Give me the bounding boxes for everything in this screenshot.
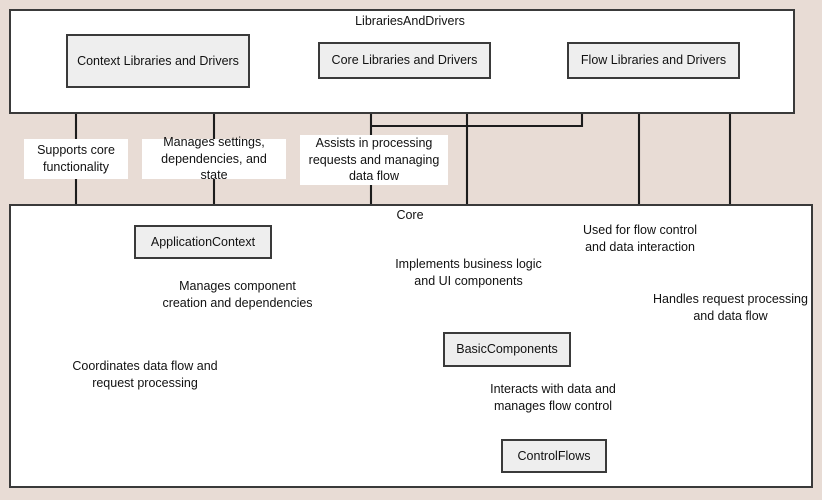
edge-label-manages-settings: Manages settings, dependencies, and stat… xyxy=(142,135,286,182)
node-application-context[interactable]: ApplicationContext xyxy=(134,225,272,259)
node-basic-components[interactable]: BasicComponents xyxy=(443,332,571,367)
edge-label-handles-request-processing: Handles request processing and data flow xyxy=(653,292,808,323)
edge-label-assists-in-processing: Assists in processing requests and manag… xyxy=(300,135,448,185)
edge-label-coordinates-data-flow: Coordinates data flow and request proces… xyxy=(72,359,218,390)
edge-label-interacts-with-data: Interacts with data and manages flow con… xyxy=(490,382,616,413)
edge-label-supports-core-functionality: Supports core functionality xyxy=(24,139,128,179)
node-flow-libraries[interactable]: Flow Libraries and Drivers xyxy=(567,42,740,79)
panel-libraries-and-drivers-title: LibrariesAndDrivers xyxy=(355,14,465,28)
panel-core-title: Core xyxy=(396,208,424,222)
node-control-flows[interactable]: ControlFlows xyxy=(501,439,607,473)
edge-label-implements-business-logic: Implements business logic and UI compone… xyxy=(395,257,542,288)
node-context-libraries[interactable]: Context Libraries and Drivers xyxy=(66,34,250,88)
edge-label-manages-component-creation: Manages component creation and dependenc… xyxy=(162,279,313,310)
node-core-libraries[interactable]: Core Libraries and Drivers xyxy=(318,42,491,79)
edge-label-used-for-flow-control: Used for flow control and data interacti… xyxy=(583,223,697,254)
